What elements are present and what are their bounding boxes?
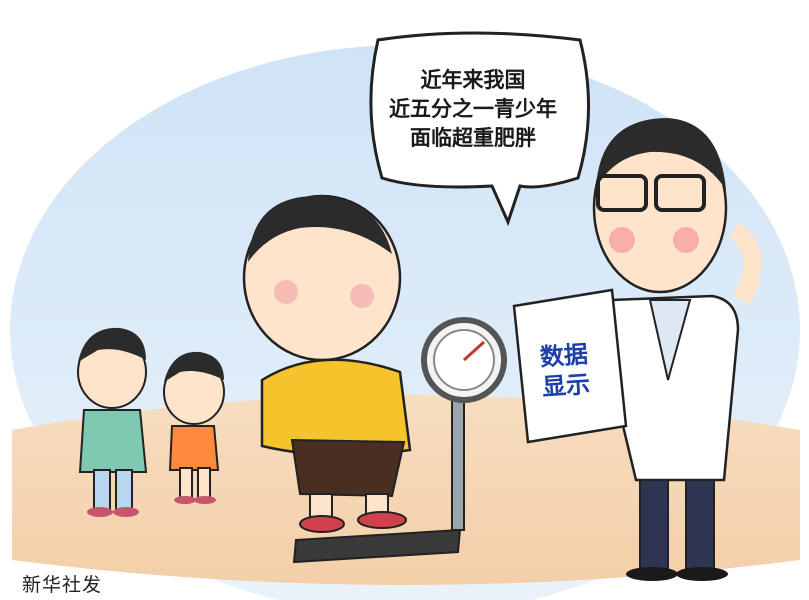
speech-line-2: 近五分之一青少年: [389, 97, 557, 121]
child-orange-shirt: [163, 351, 225, 504]
doctor: [592, 118, 762, 581]
speech-bubble: [369, 31, 590, 227]
weighing-scale: [292, 317, 507, 564]
speech-bubble-text: 近年来我国 近五分之一青少年 面临超重肥胖: [388, 66, 558, 153]
speech-line-1: 近年来我国: [420, 68, 526, 92]
image-credit: 新华社发: [22, 574, 103, 596]
child-green-shirt: [77, 327, 148, 517]
sheet-line-2: 显示: [541, 370, 591, 402]
speech-line-3: 面临超重肥胖: [410, 126, 536, 150]
sheet-line-1: 数据: [539, 340, 589, 372]
overweight-boy: [242, 194, 412, 533]
data-sheet: [512, 288, 628, 444]
data-sheet-text: 数据 显示: [539, 338, 613, 403]
